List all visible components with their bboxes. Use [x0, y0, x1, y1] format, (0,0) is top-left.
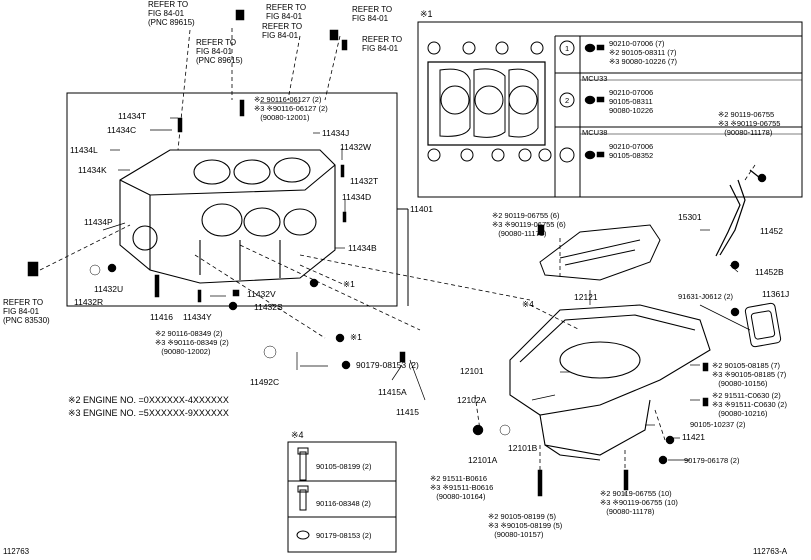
ref-fig-4[interactable]: REFER TO FIG 84-01 (PNC 89615) [196, 38, 243, 65]
label-11432S[interactable]: 11432S [254, 302, 283, 312]
label-11432R[interactable]: 11432R [74, 297, 104, 307]
label-11432V[interactable]: 11432V [247, 289, 276, 299]
ref-fig-6[interactable]: REFER TO FIG 84-01 [362, 35, 403, 53]
label-12101A[interactable]: 12101A [468, 455, 498, 465]
box1-circle-2: 2 [565, 96, 570, 105]
label-15301[interactable]: 15301 [678, 212, 702, 222]
box1-mcu33: MCU33 [582, 74, 608, 83]
label-90179-08153[interactable]: 90179-08153 (2) [356, 360, 419, 370]
note-bottom-right-bolts: ※2 90119-06755 (10) ※3 ※90119-06755 (10)… [600, 489, 678, 516]
diagram-code-right: 112763-A [753, 547, 788, 556]
label-91631-J0612[interactable]: 91631-J0612 (2) [678, 292, 734, 301]
box1-row3: 90210-07006 90105-08352 [609, 142, 654, 160]
label-11452B[interactable]: 11452B [755, 267, 784, 277]
note-pan-top-bolts: ※2 90119-06755 (6) ※3 ※90119-06755 (6) (… [492, 211, 566, 238]
box4-fasteners [296, 447, 310, 540]
label-11434K[interactable]: 11434K [78, 165, 107, 175]
ref-fig-5[interactable]: REFER TO FIG 84-01 [262, 22, 303, 40]
oil-pan-drawing [509, 304, 711, 461]
box1-circle-1: 1 [565, 44, 570, 53]
label-90105-10237[interactable]: 90105-10237 (2) [690, 420, 746, 429]
label-11432T[interactable]: 11432T [350, 176, 379, 186]
dipstick-drawing [715, 169, 761, 257]
label-11401[interactable]: 11401 [410, 204, 434, 214]
box4-row2: 90116-08348 (2) [316, 499, 371, 508]
note-bottom-mid-bolts: ※2 90105-08199 (5) ※3 ※90105-08199 (5) (… [488, 512, 563, 539]
note-gauge-bolts: ※2 90119-06755 ※3 ※90119-06755 (90080-11… [718, 110, 781, 137]
label-12121[interactable]: 12121 [574, 292, 598, 302]
label-11434C[interactable]: 11434C [107, 125, 137, 135]
box4-title: ※4 [291, 430, 304, 440]
mark4-label: ※4 [522, 299, 534, 309]
box1-row1: 90210-07006 (7) ※2 90105-08311 (7) ※3 90… [609, 39, 677, 66]
fastener-symbols [27, 9, 767, 497]
note-lower-bolts: ※2 90116-08349 (2) ※3 ※90116-08349 (2) (… [155, 329, 229, 356]
box1-mcu38: MCU38 [582, 128, 608, 137]
label-11432U[interactable]: 11432U [94, 284, 124, 294]
mark1-a: ※1 [343, 279, 355, 289]
label-11434B[interactable]: 11434B [348, 243, 377, 253]
label-11416[interactable]: 11416 [150, 312, 174, 322]
box4-row3: 90179-08153 (2) [316, 531, 372, 540]
note-block-bolts: ※2 90116-06127 (2) ※3 ※90116-06127 (2) (… [254, 95, 328, 122]
engine-no-3: ※3 ENGINE NO. =5XXXXXX-9XXXXXX [68, 408, 229, 418]
gasket-drawing [427, 41, 552, 162]
note-pan-side-bolts: ※2 90105-08185 (7) ※3 ※90105-08185 (7) (… [712, 361, 787, 388]
diagram-code-left: 112763 [3, 547, 30, 556]
label-11434J[interactable]: 11434J [322, 128, 350, 138]
box1-frame [417, 21, 803, 198]
label-11434Y[interactable]: 11434Y [183, 312, 212, 322]
box1-row2: 90210-07006 90105-08311 90080-10226 [609, 88, 654, 115]
label-11434P[interactable]: 11434P [84, 217, 113, 227]
ref-fig-left[interactable]: REFER TO FIG 84-01 (PNC 83530) [3, 298, 50, 325]
engine-no-2: ※2 ENGINE NO. =0XXXXXX-4XXXXXX [68, 395, 229, 405]
label-11415A[interactable]: 11415A [378, 387, 407, 397]
ref-fig-1[interactable]: REFER TO FIG 84-01 (PNC 89615) [148, 0, 195, 27]
label-11361J[interactable]: 11361J [762, 289, 790, 299]
label-11492C[interactable]: 11492C [250, 377, 280, 387]
label-90179-06178[interactable]: 90179-06178 (2) [684, 456, 740, 465]
ref-fig-3[interactable]: REFER TO FIG 84-01 [352, 5, 393, 23]
label-11434L[interactable]: 11434L [70, 145, 98, 155]
box4-row1: 90105-08199 (2) [316, 462, 372, 471]
note-bottom-left-bolts: ※2 91511-B0616 ※3 ※91511-B0616 (90080-10… [430, 474, 494, 501]
mark1-b: ※1 [350, 332, 362, 342]
label-11421[interactable]: 11421 [682, 432, 706, 442]
label-12102A[interactable]: 12102A [457, 395, 487, 405]
cylinder-block-drawing [119, 149, 336, 284]
label-11452[interactable]: 11452 [760, 226, 784, 236]
box4-frame [287, 441, 397, 553]
label-11434D[interactable]: 11434D [342, 192, 372, 202]
baffle-drawing [539, 224, 661, 281]
label-11434T[interactable]: 11434T [118, 111, 147, 121]
label-12101B[interactable]: 12101B [508, 443, 538, 453]
note-pan-side-studs: ※2 91511-C0630 (2) ※3 ※91511-C0630 (2) (… [712, 391, 787, 418]
label-12101[interactable]: 12101 [460, 366, 484, 376]
gasket-small-drawing [744, 302, 782, 348]
box1-title: ※1 [420, 9, 433, 19]
ref-fig-2[interactable]: REFER TO FIG 84-01 [266, 3, 307, 21]
label-11415[interactable]: 11415 [396, 407, 420, 417]
label-11432W[interactable]: 11432W [340, 142, 372, 152]
